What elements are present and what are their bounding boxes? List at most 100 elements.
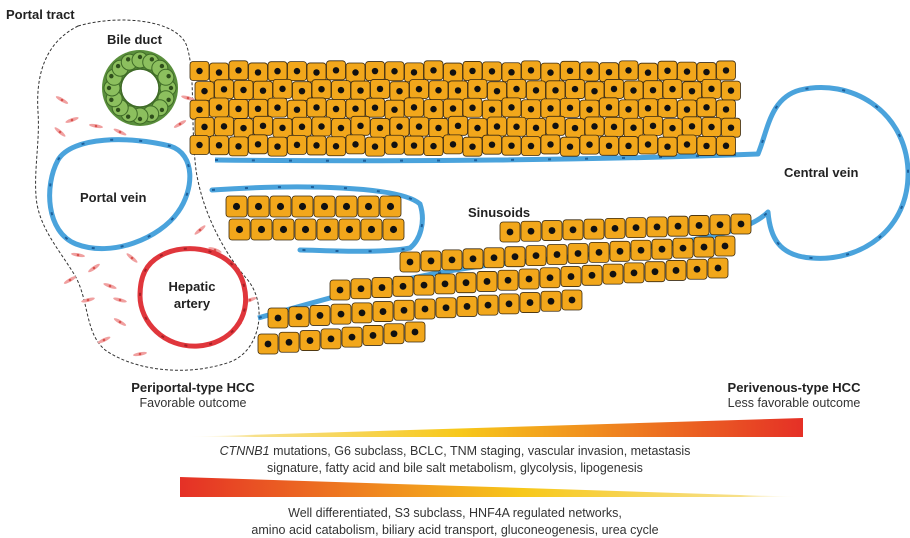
hepatocyte [424, 100, 443, 119]
hepatocyte [424, 137, 443, 156]
hepatocyte [429, 81, 448, 100]
hepatocyte [295, 219, 316, 240]
hepatocyte [352, 303, 372, 323]
hepatocyte [626, 218, 646, 238]
hepatocyte [483, 62, 502, 81]
hepatocyte [210, 98, 229, 117]
hepatocyte [731, 214, 751, 234]
hepatocyte [519, 269, 539, 289]
hepatocyte [702, 118, 721, 137]
hepatocyte [289, 307, 309, 327]
hepatocyte [371, 118, 390, 137]
hepatocyte [336, 196, 357, 217]
hepatocyte [312, 80, 331, 99]
hepatocyte [522, 61, 541, 80]
hepatocyte [547, 245, 567, 265]
hepatocyte [307, 136, 326, 155]
hepatocyte [449, 81, 468, 100]
hepatocyte [435, 274, 455, 294]
hepatocyte [546, 116, 565, 135]
hepatocyte [292, 196, 313, 217]
hepatocyte [678, 100, 697, 119]
hepatocyte [195, 117, 214, 136]
hepatocyte [566, 119, 585, 138]
hepatocyte [673, 238, 693, 258]
hepatocyte [372, 278, 392, 298]
hepatocyte [390, 117, 409, 136]
hepatocyte [663, 80, 682, 99]
hepatocyte [541, 291, 561, 311]
hepatocyte [522, 100, 541, 119]
hepatocyte [605, 79, 624, 98]
hepatocyte [251, 219, 272, 240]
hepatocyte [502, 136, 521, 155]
hepatocyte [300, 331, 320, 351]
hepatocyte [668, 216, 688, 236]
hepatocyte [624, 118, 643, 137]
hepatocyte [498, 270, 518, 290]
hepatocyte [463, 98, 482, 117]
hepatocyte [697, 98, 716, 117]
hepatocyte [483, 135, 502, 154]
hepatocyte [414, 275, 434, 295]
hepatocyte [624, 81, 643, 100]
hepatocyte [373, 302, 393, 322]
hepatocyte [477, 271, 497, 291]
hepatocyte [600, 98, 619, 117]
hepatocyte [697, 136, 716, 155]
hepatocyte [393, 276, 413, 296]
hepatocyte [293, 117, 312, 136]
periportal-hcc-title: Periportal-type HCC [118, 380, 268, 395]
hepatocyte [540, 268, 560, 288]
perivenous-features-text: CTNNB1 mutations, G6 subclass, BCLC, TNM… [0, 443, 910, 477]
hepatocyte [717, 100, 736, 119]
hepatocyte [603, 264, 623, 284]
periportal-features-text: Well differentiated, S3 subclass, HNF4A … [0, 505, 910, 538]
hepatocyte [457, 296, 477, 316]
hepatocyte [351, 81, 370, 100]
hepatocyte [687, 259, 707, 279]
perivenous-hcc-outcome: Less favorable outcome [706, 396, 882, 410]
hepatocyte [488, 117, 507, 136]
hepatocyte [584, 219, 604, 239]
hepatocyte [658, 137, 677, 156]
perivenous-hcc-title: Perivenous-type HCC [706, 380, 882, 395]
portal-tract-label: Portal tract [6, 7, 75, 22]
hepatocyte [268, 62, 287, 81]
hepatocyte [500, 222, 520, 242]
hepatocyte [394, 300, 414, 320]
hepatocyte [568, 243, 588, 263]
hepatocyte [585, 117, 604, 136]
hepatocyte [351, 116, 370, 135]
hepatocyte [546, 81, 565, 100]
hepatocyte [507, 80, 526, 99]
hepatocyte [195, 82, 214, 101]
hepatocyte [254, 81, 273, 100]
hepatocyte [410, 117, 429, 136]
hepatocyte [582, 265, 602, 285]
hepatocyte [226, 196, 247, 217]
hepatocyte [327, 137, 346, 156]
hepatocyte [321, 329, 341, 349]
bile-duct-label: Bile duct [107, 32, 162, 47]
hepatocyte [717, 61, 736, 80]
hepatocyte [678, 135, 697, 154]
hepatocyte [683, 117, 702, 136]
hepatocyte [600, 136, 619, 155]
bile-duct [102, 50, 178, 126]
hepatocyte [589, 242, 609, 262]
hepatocyte [327, 61, 346, 80]
hepatocyte [229, 137, 248, 156]
sinusoids-label: Sinusoids [468, 205, 530, 220]
hepatocyte [717, 136, 736, 155]
hepatocyte [312, 117, 331, 136]
hepatocyte [405, 136, 424, 155]
hepatocyte [270, 196, 291, 217]
hepatocyte [527, 118, 546, 137]
hepatocyte [307, 63, 326, 82]
hepatocyte [310, 305, 330, 325]
hepatocyte [456, 273, 476, 293]
hepatocyte [605, 117, 624, 136]
